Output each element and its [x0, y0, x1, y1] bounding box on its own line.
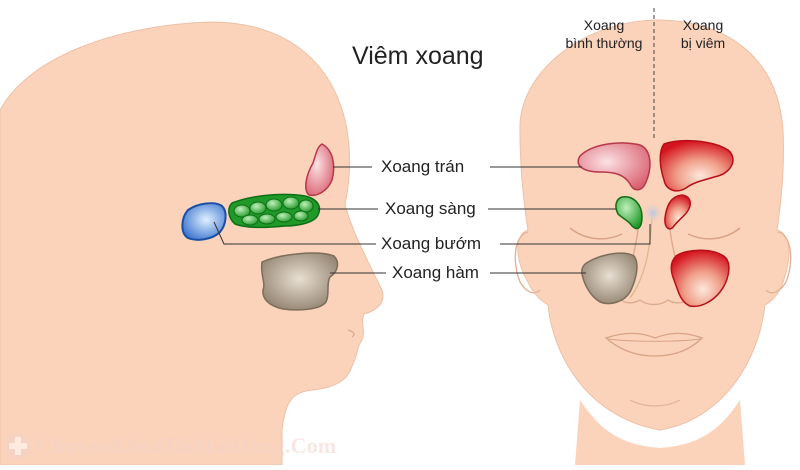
callout-lines: [213, 166, 651, 274]
front-nasal-cavity-line: [629, 217, 653, 299]
watermark-cross-icon: [5, 433, 31, 459]
front-neck: [575, 400, 745, 465]
front-ethmoid-sinus-inflamed: [664, 194, 691, 230]
label-inflamed-sinus-line1: Xoang: [682, 17, 724, 33]
front-ethmoid-sinus-normal: [615, 196, 643, 230]
front-maxillary-sinus-inflamed: [670, 249, 730, 308]
side-ethmoid-sinus: [228, 193, 321, 229]
front-eye-right: [687, 227, 741, 240]
side-sphenoid-sinus: [181, 202, 227, 241]
side-maxillary-sinus: [260, 252, 339, 311]
label-frontal-sinus: Xoang trán: [381, 157, 465, 176]
label-inflamed-sinus-line2: bị viêm: [680, 35, 726, 51]
watermark: ChuyenKhoaTaiMuiHong.Com: [36, 433, 336, 459]
front-ear-left: [514, 231, 541, 294]
label-normal-sinus: Xoang bình thường: [558, 16, 650, 52]
label-maxillary-sinus: Xoang hàm: [392, 263, 479, 282]
front-eye-left: [569, 227, 623, 240]
diagram-title: Viêm xoang: [352, 42, 484, 70]
callout-line-sphenoid-right: [500, 224, 651, 245]
label-ethmoid-sinus: Xoang sàng: [385, 199, 476, 218]
side-head-silhouette: [0, 21, 384, 466]
side-lip-line: [347, 329, 355, 338]
front-sphenoid-sinus: [642, 201, 664, 225]
label-normal-sinus-line2: bình thường: [565, 35, 643, 51]
front-face-silhouette: [517, 19, 790, 431]
label-inflamed-sinus: Xoang bị viêm: [668, 16, 738, 52]
front-frontal-sinus-inflamed: [659, 139, 734, 192]
callout-line-sphenoid: [213, 221, 376, 245]
watermark-text: ChuyenKhoaTaiMuiHong.Com: [36, 433, 337, 458]
front-mouth: [604, 332, 704, 357]
front-ear-right: [765, 231, 792, 294]
front-frontal-sinus-normal: [577, 142, 651, 191]
label-sphenoid-sinus: Xoang bướm: [381, 234, 482, 253]
label-normal-sinus-line1: Xoang: [583, 17, 625, 33]
